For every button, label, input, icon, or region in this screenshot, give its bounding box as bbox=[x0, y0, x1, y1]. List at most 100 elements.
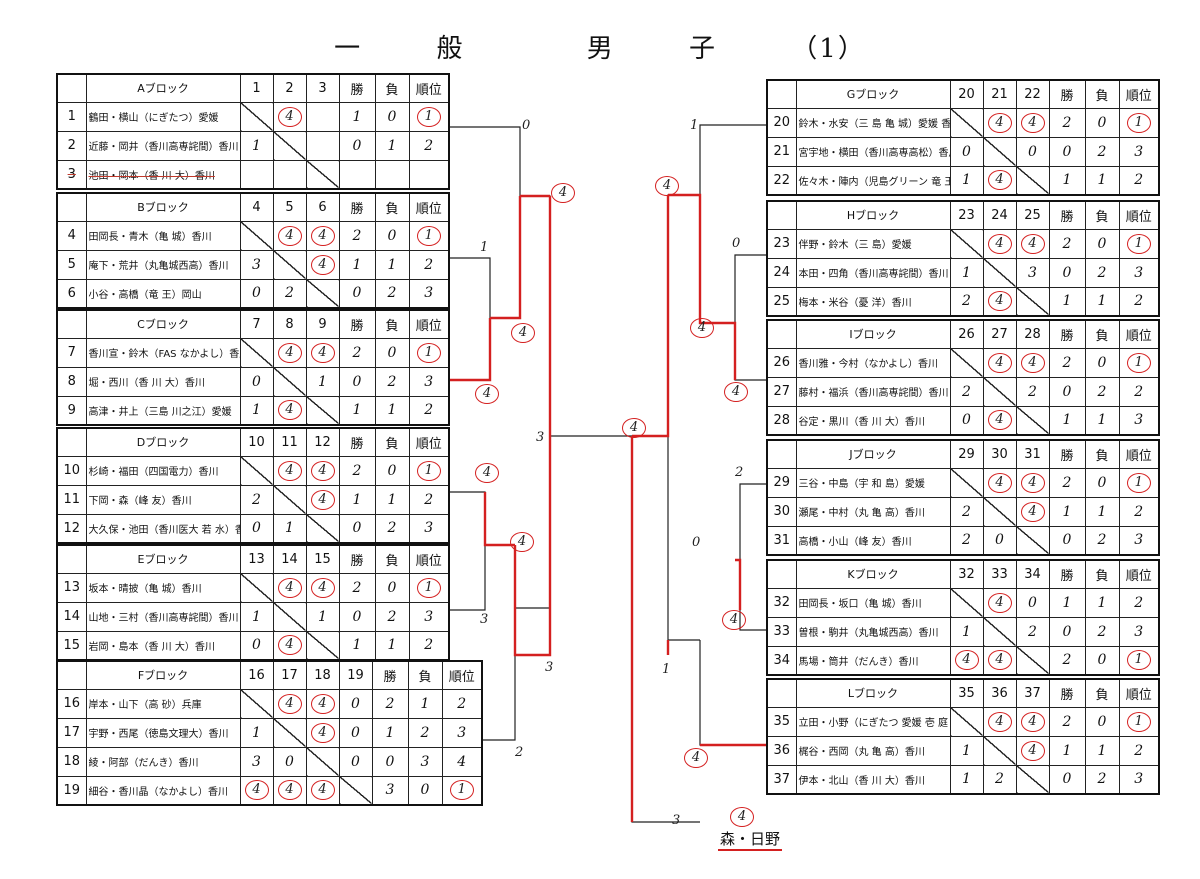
opponent-column-header: 23 bbox=[949, 200, 984, 230]
handwritten-value: 0 bbox=[1062, 264, 1072, 281]
rank-cell: 2 bbox=[408, 484, 450, 515]
handwritten-value: 2 bbox=[1062, 114, 1072, 131]
match-score-cell: 0 bbox=[1015, 587, 1050, 618]
handwritten-value: 2 bbox=[1028, 623, 1037, 640]
self-match-cell bbox=[982, 616, 1017, 647]
page-title: 一 般 男 子 （1） bbox=[334, 34, 866, 64]
wins-header: 勝 bbox=[1048, 678, 1086, 708]
losses-header: 負 bbox=[1084, 200, 1120, 230]
circled-value: 4 bbox=[310, 577, 335, 598]
wins-header: 勝 bbox=[338, 309, 376, 339]
circled-value: 1 bbox=[1126, 472, 1151, 493]
rank-cell: 4 bbox=[441, 746, 483, 777]
circled-value: 4 bbox=[277, 460, 302, 481]
self-match-cell bbox=[1015, 525, 1050, 556]
handwritten-value: 0 bbox=[352, 137, 362, 154]
rank-header: 順位 bbox=[408, 192, 450, 222]
bracket-score-circled: 4 bbox=[551, 183, 575, 203]
handwritten-value: 0 bbox=[351, 753, 360, 770]
match-score-cell: 4 bbox=[1015, 347, 1050, 378]
losses-cell: 2 bbox=[1084, 525, 1120, 556]
match-score-cell: 0 bbox=[338, 746, 373, 777]
wins-cell: 1 bbox=[1048, 587, 1086, 618]
handwritten-value: 2 bbox=[1097, 532, 1107, 549]
rank-cell: 1 bbox=[1118, 467, 1160, 498]
wins-cell: 2 bbox=[338, 455, 376, 486]
handwritten-value: 2 bbox=[1134, 503, 1144, 520]
circled-value: 4 bbox=[310, 780, 335, 801]
handwritten-value: 0 bbox=[352, 608, 362, 625]
handwritten-value: 2 bbox=[352, 227, 362, 244]
losses-cell: 2 bbox=[374, 601, 410, 632]
match-score-cell bbox=[305, 130, 340, 161]
block-name: Cブロック bbox=[85, 309, 241, 339]
bracket-score: 2 bbox=[515, 745, 524, 760]
circled-value: 4 bbox=[987, 291, 1012, 312]
self-match-cell bbox=[949, 467, 984, 498]
circled-value: 4 bbox=[954, 650, 979, 671]
team-name: 梶谷・西岡（丸 亀 高）香川 bbox=[795, 735, 951, 766]
wins-header: 勝 bbox=[338, 544, 376, 574]
circled-value: 4 bbox=[277, 400, 302, 421]
losses-cell: 1 bbox=[374, 630, 410, 661]
match-score-cell: 0 bbox=[949, 405, 984, 436]
bracket-score-circled: 4 bbox=[684, 748, 708, 768]
match-score-cell bbox=[239, 159, 274, 190]
rank-cell: 3 bbox=[441, 717, 483, 748]
team-number: 17 bbox=[56, 717, 87, 748]
team-number: 30 bbox=[766, 496, 797, 527]
match-score-cell: 2 bbox=[1015, 616, 1050, 647]
wins-cell: 0 bbox=[1048, 136, 1086, 167]
handwritten-value: 0 bbox=[252, 373, 261, 390]
wins-cell: 0 bbox=[1048, 525, 1086, 556]
match-score-cell: 1 bbox=[272, 513, 307, 544]
block-header-corner bbox=[56, 309, 87, 339]
losses-cell: 1 bbox=[1084, 496, 1120, 527]
team-number: 37 bbox=[766, 764, 797, 795]
rank-cell: 2 bbox=[1118, 376, 1160, 407]
handwritten-value: 0 bbox=[352, 285, 362, 302]
self-match-cell bbox=[338, 775, 373, 806]
handwritten-value: 0 bbox=[1097, 235, 1107, 252]
opponent-column-header: 4 bbox=[239, 192, 274, 222]
match-score-cell: 4 bbox=[305, 249, 340, 280]
wins-cell: 0 bbox=[338, 366, 376, 397]
team-number: 14 bbox=[56, 601, 87, 632]
losses-cell: 2 bbox=[1084, 136, 1120, 167]
handwritten-value: 1 bbox=[1097, 594, 1107, 611]
block-header-corner bbox=[766, 319, 797, 349]
handwritten-value: 2 bbox=[1062, 713, 1072, 730]
rank-cell: 3 bbox=[1118, 525, 1160, 556]
handwritten-value: 2 bbox=[1097, 264, 1107, 281]
team-name: 鈴木・水安（三 島 亀 城）愛媛 香川 bbox=[795, 107, 951, 138]
self-match-cell bbox=[272, 717, 307, 748]
wins-cell: 2 bbox=[1048, 228, 1086, 259]
wins-cell: 2 bbox=[1048, 107, 1086, 138]
opponent-column-header: 26 bbox=[949, 319, 984, 349]
match-score-cell: 4 bbox=[1015, 228, 1050, 259]
self-match-cell bbox=[982, 136, 1017, 167]
handwritten-value: 0 bbox=[1097, 474, 1107, 491]
handwritten-value: 1 bbox=[1097, 742, 1107, 759]
opponent-column-header: 3 bbox=[305, 73, 340, 103]
team-name: 鶴田・横山（にぎたつ）愛媛 bbox=[85, 101, 241, 132]
handwritten-value: 0 bbox=[1097, 652, 1107, 669]
bracket-score: 3 bbox=[536, 430, 545, 445]
wins-cell: 2 bbox=[1048, 645, 1086, 676]
match-score-cell: 0 bbox=[982, 525, 1017, 556]
block-name: Aブロック bbox=[85, 73, 241, 103]
self-match-cell bbox=[239, 688, 274, 719]
losses-cell: 1 bbox=[1084, 405, 1120, 436]
losses-cell: 1 bbox=[374, 484, 410, 515]
rank-cell: 2 bbox=[408, 249, 450, 280]
